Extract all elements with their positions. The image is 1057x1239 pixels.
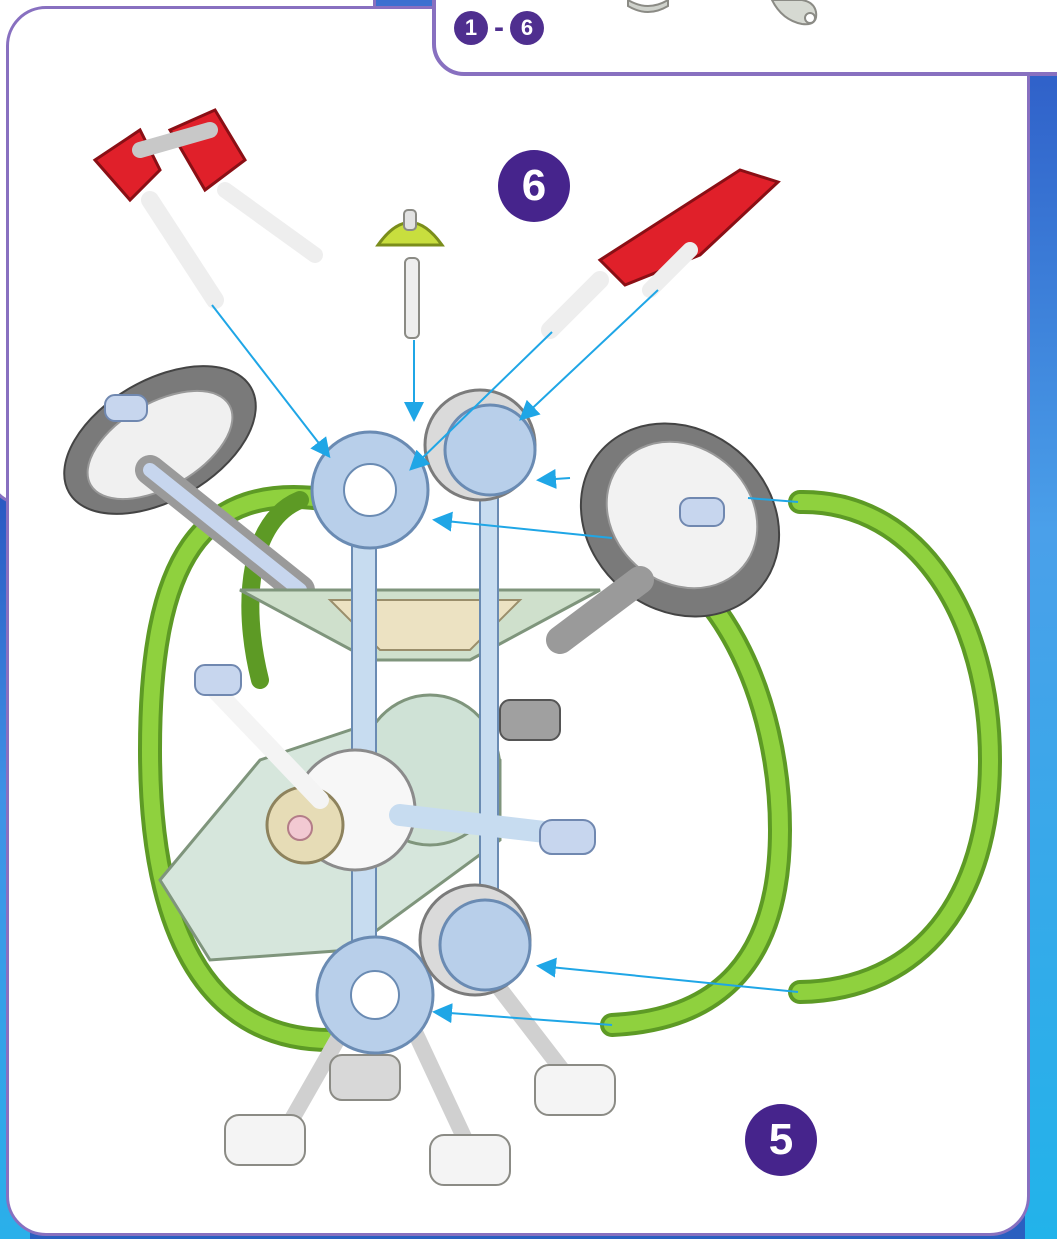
arrow-rod-top-right xyxy=(540,478,570,480)
red-handle-right xyxy=(550,170,778,330)
arrow-handle-right-back xyxy=(522,290,658,418)
parts-panel-connector-icon xyxy=(628,0,668,12)
connector-top-back xyxy=(425,390,535,500)
lime-cap-part xyxy=(378,210,442,338)
connector-top-front xyxy=(312,432,428,548)
arrow-rod-right-bottom xyxy=(540,966,798,992)
connector-bottom-back xyxy=(420,885,530,995)
triangle-frame xyxy=(240,590,600,660)
step-badge-upper: 6 xyxy=(498,150,570,222)
green-flexi-rod-right xyxy=(800,502,990,992)
parts-panel-clip-icon xyxy=(772,0,816,24)
step-badge-lower: 5 xyxy=(745,1104,817,1176)
red-handle-left xyxy=(95,110,315,300)
connector-bottom-front xyxy=(317,937,433,1053)
